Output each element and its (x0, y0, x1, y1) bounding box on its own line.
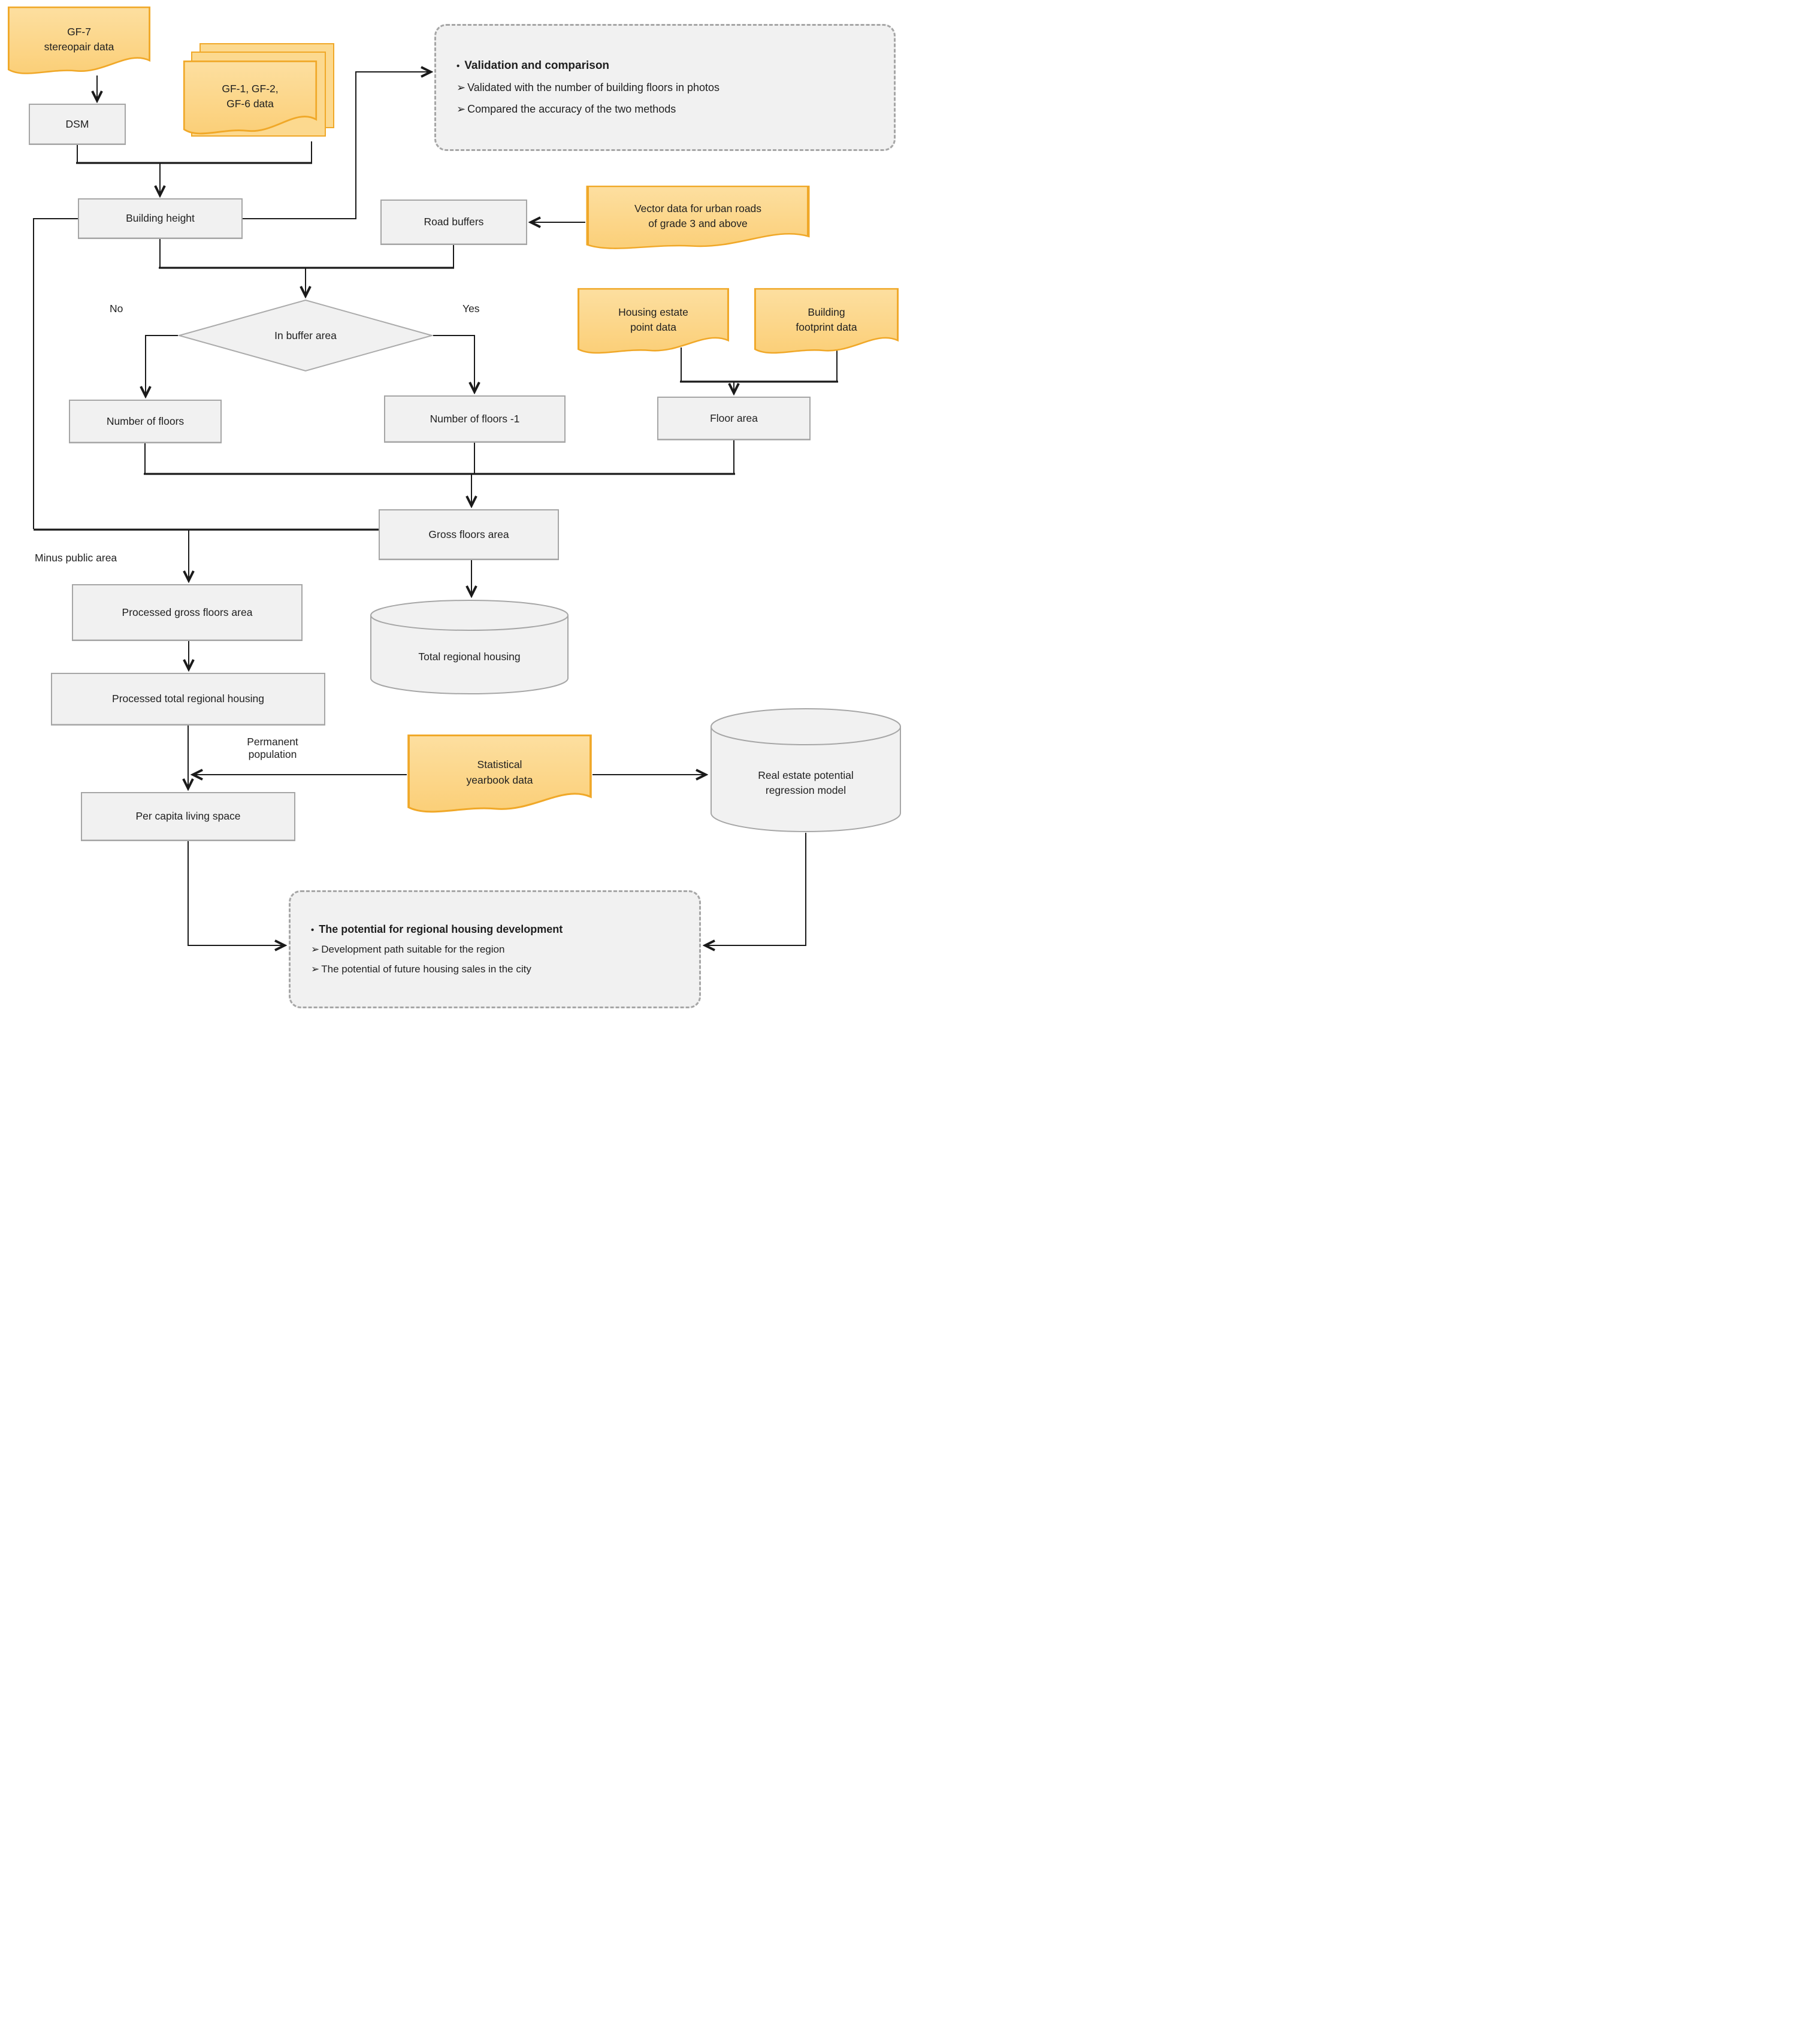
edge-label-permanent-population: Permanent population (247, 736, 298, 760)
validation-title: Validation and comparison (464, 59, 610, 72)
node-label: Total regional housing (418, 651, 521, 663)
node-label: Processed gross floors area (122, 606, 253, 618)
node-label: GF-7 stereopair data (44, 25, 114, 53)
node-label: Road buffers (424, 216, 484, 228)
node-floor-area: Floor area (657, 397, 811, 440)
node-number-of-floors-minus-1: Number of floors -1 (384, 395, 566, 443)
node-processed-total-regional-housing: Processed total regional housing (51, 673, 325, 726)
document-shape (578, 288, 729, 354)
validation-panel: • Validation and comparison ➢ Validated … (434, 24, 896, 151)
document-shape (183, 60, 318, 135)
node-processed-gross-floors-area: Processed gross floors area (72, 584, 303, 641)
node-label: Housing estate point data (618, 306, 688, 334)
node-gf126-data: GF-1, GF-2, GF-6 data (183, 60, 318, 145)
bullet-icon: • (456, 61, 460, 71)
node-label: GF-1, GF-2, GF-6 data (222, 82, 279, 110)
flowchart-canvas: GF-7 stereopair data DSM GF-1, GF-2, GF-… (0, 0, 910, 1017)
node-statistical-yearbook-data: Statistical yearbook data (407, 734, 592, 824)
node-gross-floors-area: Gross floors area (379, 509, 559, 560)
potential-item: The potential of future housing sales in… (321, 963, 531, 975)
document-shape (586, 185, 810, 249)
cylinder-shape (370, 600, 569, 694)
node-in-buffer-area-decision: In buffer area (177, 299, 434, 372)
node-dsm: DSM (29, 104, 126, 145)
node-label: In buffer area (274, 329, 337, 341)
node-label: Statistical yearbook data (466, 758, 533, 786)
node-vector-road-data: Vector data for urban roads of grade 3 a… (585, 185, 811, 258)
node-label: Number of floors -1 (430, 412, 520, 425)
node-label: Processed total regional housing (112, 693, 264, 705)
branch-label-no: No (110, 303, 123, 315)
document-shape (7, 6, 151, 74)
node-number-of-floors: Number of floors (69, 400, 222, 443)
node-label: Per capita living space (135, 810, 241, 823)
node-regression-model: Real estate potential regression model (710, 707, 902, 833)
node-per-capita-living-space: Per capita living space (81, 792, 295, 841)
document-shape (754, 288, 899, 354)
node-label: Gross floors area (428, 528, 509, 540)
potential-title: The potential for regional housing devel… (319, 923, 563, 935)
bullet-icon: • (311, 925, 315, 935)
node-total-regional-housing: Total regional housing (370, 599, 569, 695)
node-gf126-data-stack: GF-1, GF-2, GF-6 data (183, 43, 335, 146)
node-road-buffers: Road buffers (380, 200, 527, 245)
node-housing-estate-point-data: Housing estate point data (577, 288, 730, 363)
node-label: DSM (65, 117, 89, 130)
node-label: Building footprint data (796, 306, 857, 334)
branch-label-yes: Yes (462, 303, 480, 315)
diamond-shape (177, 299, 434, 372)
cylinder-shape (711, 708, 901, 832)
node-building-height: Building height (78, 198, 243, 239)
document-shape (407, 735, 592, 813)
potential-panel: • The potential for regional housing dev… (289, 890, 701, 1008)
validation-item: Validated with the number of building fl… (467, 81, 720, 93)
node-label: Building height (126, 212, 195, 225)
connector-lines (33, 0, 838, 1017)
arrow-bullet-icon: ➢ (456, 81, 466, 93)
node-label: Number of floors (106, 415, 185, 427)
arrow-bullet-icon: ➢ (311, 963, 320, 975)
potential-item: Development path suitable for the region (321, 944, 505, 955)
node-label: Real estate potential regression model (758, 769, 854, 796)
node-gf7-stereopair-data: GF-7 stereopair data (7, 6, 151, 84)
node-building-footprint-data: Building footprint data (754, 288, 899, 363)
arrow-bullet-icon: ➢ (456, 103, 466, 115)
node-label: Vector data for urban roads of grade 3 a… (634, 203, 762, 230)
arrow-bullet-icon: ➢ (311, 944, 320, 955)
validation-item: Compared the accuracy of the two methods (467, 103, 676, 115)
edge-label-minus-public-area: Minus public area (35, 552, 117, 564)
node-label: Floor area (710, 412, 758, 424)
